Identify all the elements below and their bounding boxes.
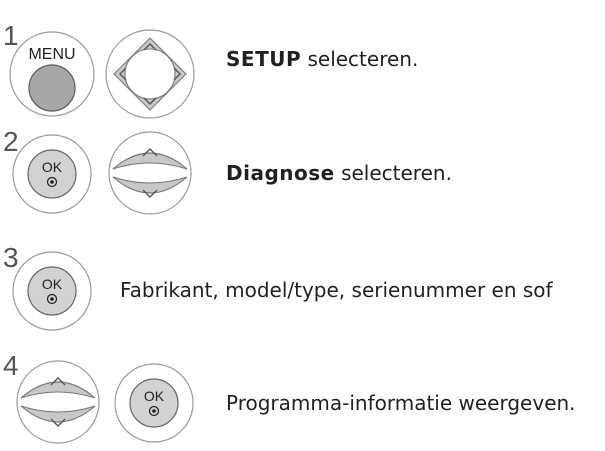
instruction-text: selecteren.: [301, 47, 419, 71]
ok-button[interactable]: OK: [11, 250, 93, 332]
ok-label: OK: [144, 388, 165, 404]
ok-label: OK: [42, 276, 63, 292]
ok-label: OK: [42, 159, 63, 175]
step-number: 4: [3, 350, 19, 381]
step-3-instruction: Fabrikant, model/type, serienummer en so…: [120, 278, 553, 302]
arrow-left-icon: [119, 67, 127, 81]
dpad-button[interactable]: [103, 29, 197, 119]
arrow-up-icon: [142, 148, 158, 157]
arrow-down-icon: [50, 418, 66, 427]
ok-dot-icon: [46, 176, 58, 188]
ok-button[interactable]: OK: [11, 133, 93, 215]
menu-name: SETUP: [226, 47, 302, 71]
arrow-right-icon: [173, 67, 181, 81]
up-down-rocker[interactable]: [103, 131, 197, 215]
step-2-instruction: Diagnose selecteren.: [226, 163, 452, 183]
instruction-text: selecteren.: [334, 161, 452, 185]
menu-name: Diagnose: [226, 161, 335, 185]
menu-label: MENU: [28, 46, 75, 63]
step-number: 3: [3, 242, 19, 273]
step-number: 1: [3, 20, 19, 51]
arrow-down-icon: [142, 189, 158, 198]
step-number: 2: [3, 126, 19, 157]
step-4-instruction: Programma-informatie weergeven.: [226, 391, 576, 415]
step-1-instruction: SETUP selecteren.: [226, 49, 418, 69]
ok-dot-icon: [148, 405, 160, 417]
ok-dot-icon: [46, 293, 58, 305]
up-down-rocker[interactable]: [11, 360, 105, 444]
arrow-up-icon: [143, 43, 157, 51]
arrow-down-icon: [143, 97, 157, 105]
ok-button[interactable]: OK: [113, 362, 195, 444]
menu-button[interactable]: MENU: [9, 29, 97, 119]
arrow-up-icon: [50, 377, 66, 386]
